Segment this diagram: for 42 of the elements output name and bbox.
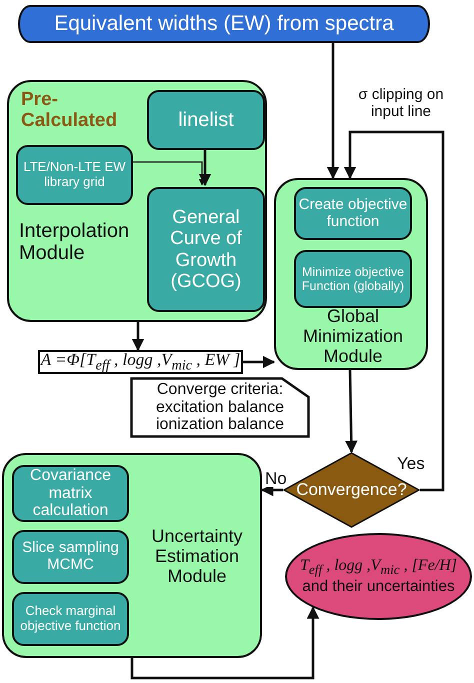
- edge-label: Yes: [396, 455, 426, 472]
- arrow: [344, 130, 444, 492]
- input-banner: [18, 5, 430, 43]
- parameter-list: T$_{eff}$ , logg ,V$_{mic}$ , [Fe/H]: [300, 557, 458, 578]
- box-label: General Curve of Growth (GCOG): [169, 206, 243, 292]
- module-panel: [274, 178, 428, 370]
- process-box: [294, 187, 412, 240]
- process-box: [294, 250, 412, 308]
- note-text: Converge criteria: excitation balance ionization balance: [154, 380, 286, 434]
- output-text: and their uncertainties: [302, 578, 455, 596]
- box-label: Check marginal objective function: [19, 604, 122, 634]
- process-box: [16, 145, 133, 205]
- box-label: LTE/Non-LTE EW library grid: [22, 160, 127, 190]
- panel-title: Interpolation Module: [19, 220, 130, 264]
- box-label: Minimize objective Function (globally): [300, 265, 406, 293]
- process-box: [12, 465, 129, 522]
- formula-text: A =Φ[T$_{eff}$ , logg ,V$_{mic}$ , EW ]: [40, 350, 240, 374]
- box-label: Covariance matrix calculation: [29, 466, 112, 520]
- process-box: [147, 90, 265, 150]
- arrow: [198, 148, 212, 186]
- note-box: [130, 377, 310, 438]
- arrow: [326, 43, 340, 180]
- arrow: [243, 356, 276, 368]
- process-box: [12, 592, 129, 646]
- arrow: [130, 606, 320, 680]
- arrow: [345, 370, 358, 454]
- box-label: linelist: [178, 108, 234, 132]
- panel-title: Global Minimization Module: [302, 307, 404, 366]
- box-label: Slice sampling MCMC: [21, 540, 120, 574]
- edge-label: No: [264, 470, 288, 487]
- panel-title: Uncertainty Estimation Module: [150, 527, 244, 586]
- module-panel: [2, 453, 262, 658]
- note-text: σ clipping on input line: [357, 86, 445, 120]
- process-box: [12, 530, 129, 584]
- box-label: Create objective function: [298, 196, 408, 230]
- panel-heading: Pre-Calculated: [21, 90, 118, 132]
- banner-text: Equivalent widths (EW) from spectra: [54, 12, 394, 36]
- process-box: [147, 187, 265, 312]
- module-panel: [7, 80, 267, 322]
- decision-text: Convergence?: [296, 480, 407, 500]
- arrow: [131, 161, 206, 186]
- arrow: [132, 322, 144, 352]
